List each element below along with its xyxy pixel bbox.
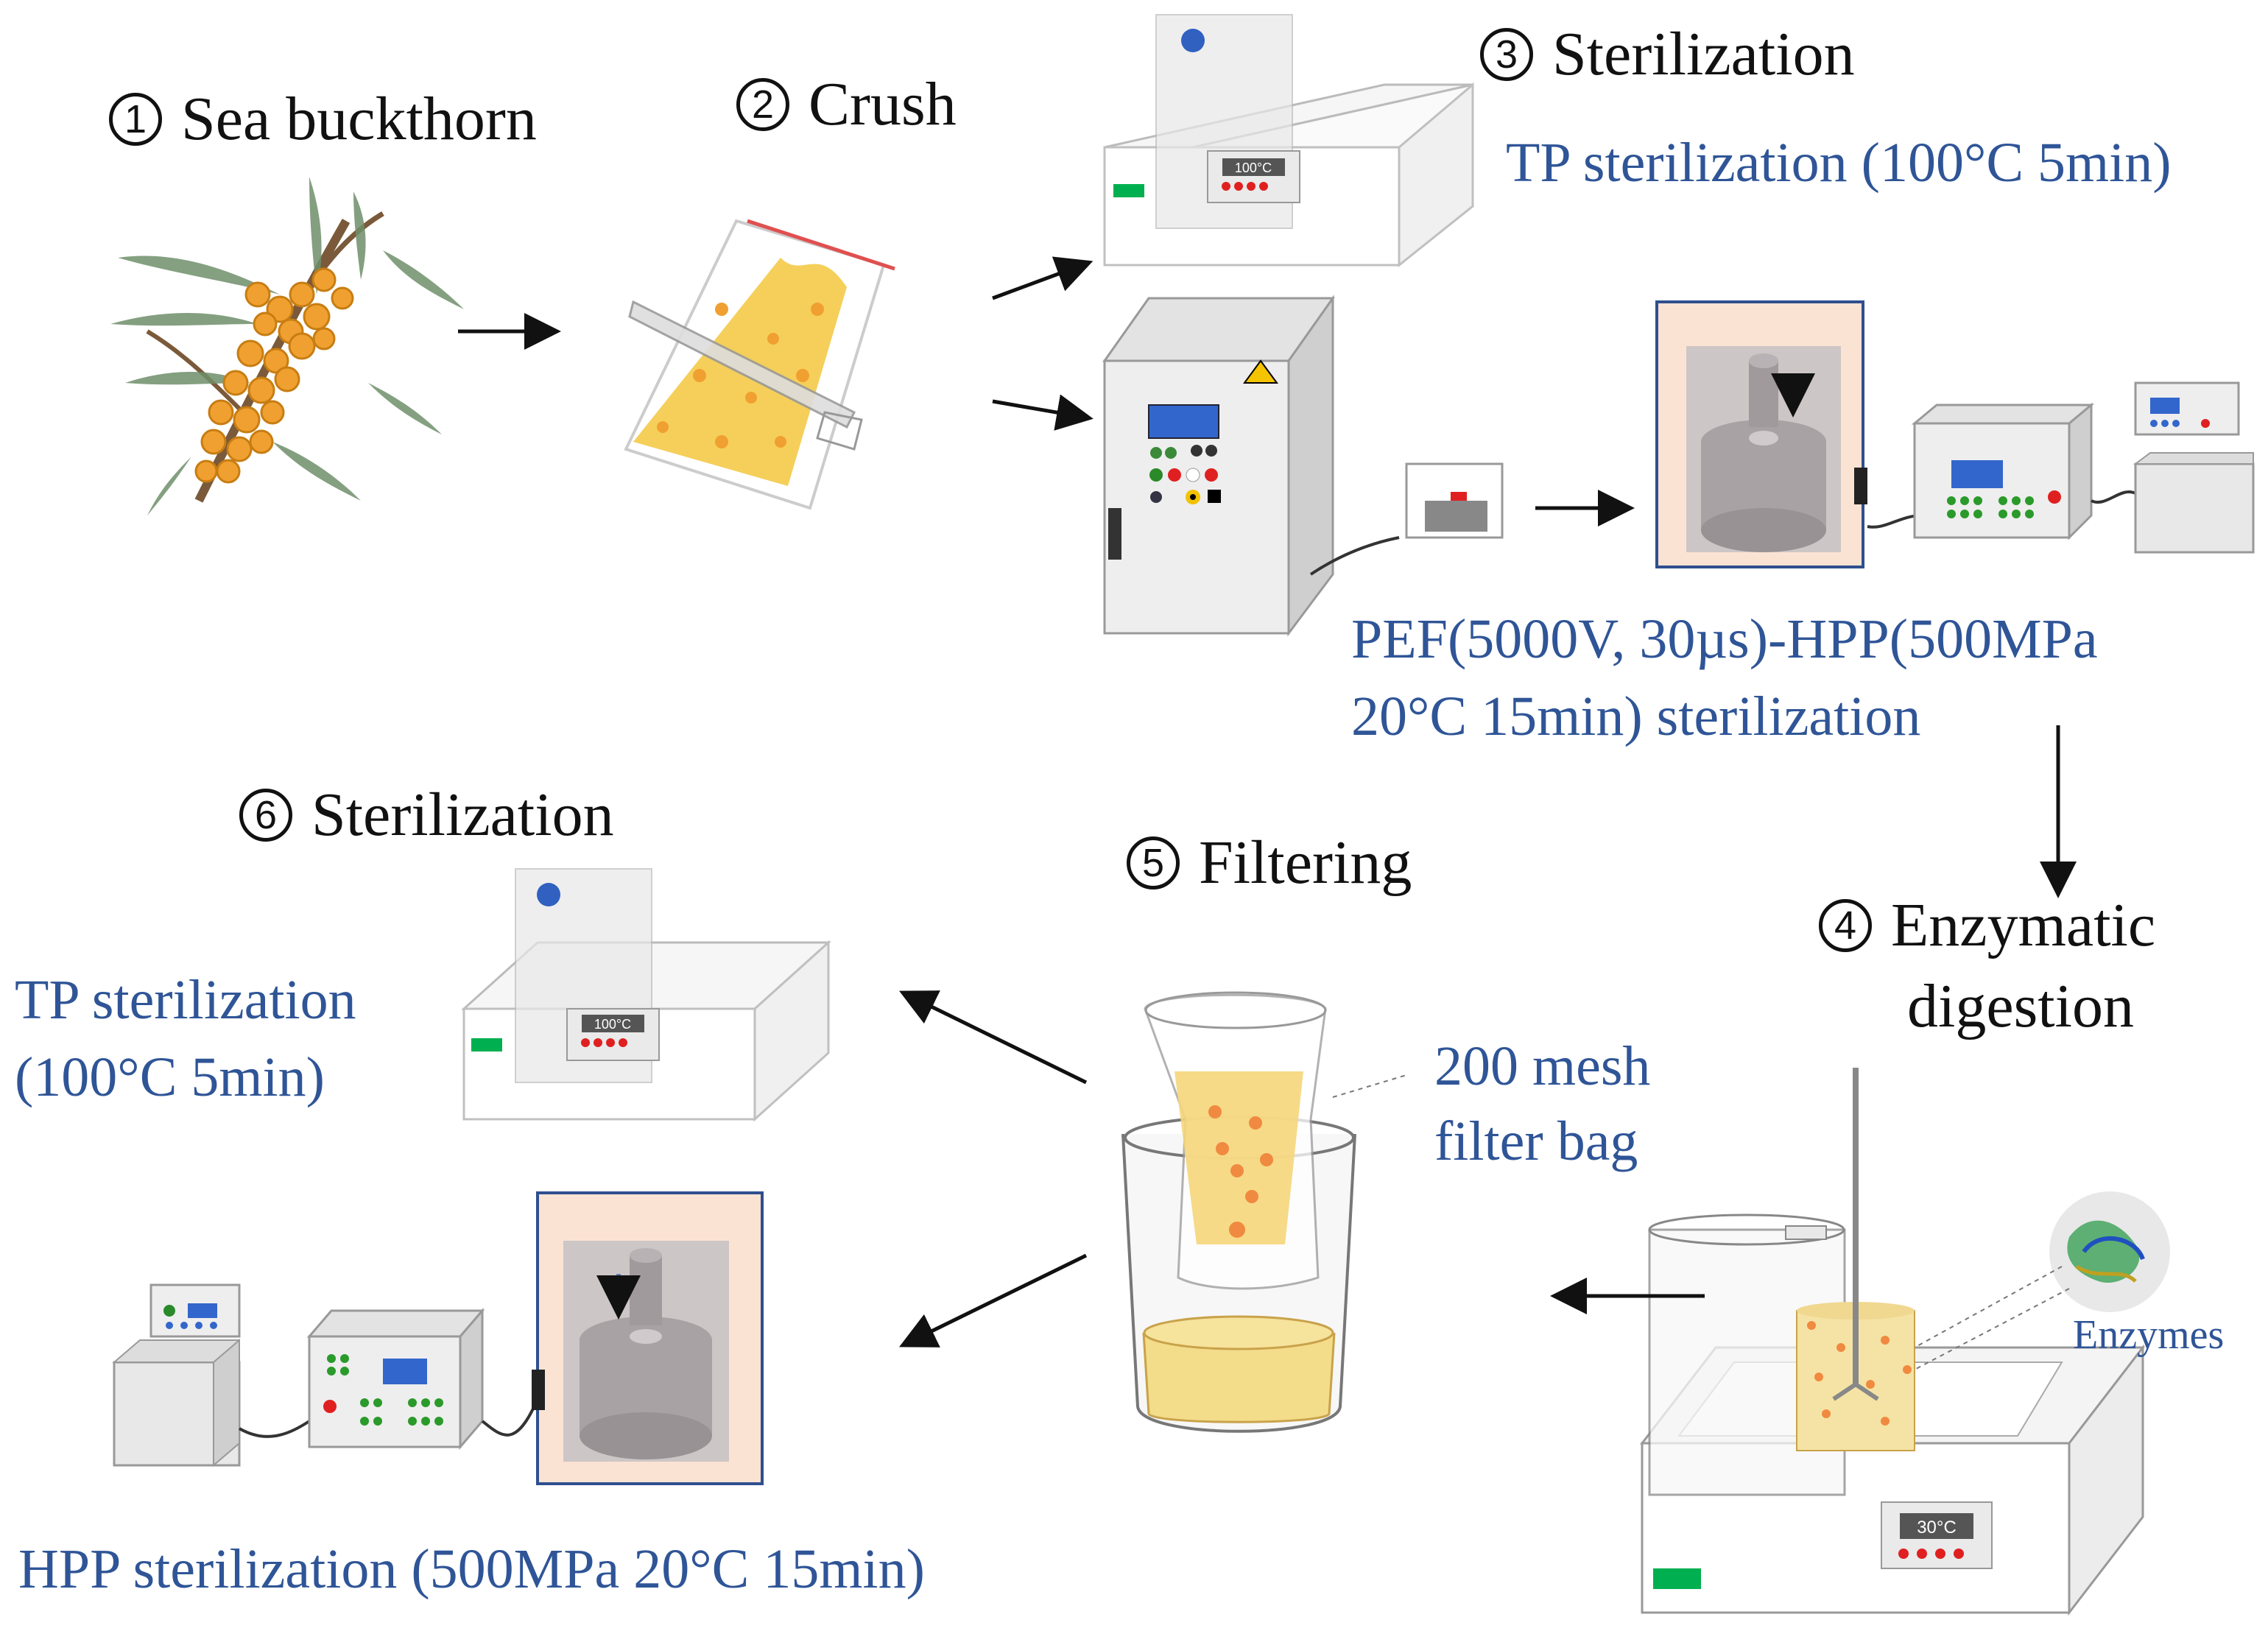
- hpp-controller-step3: [1911, 402, 2136, 540]
- step1-label: Sea buckthorn: [181, 85, 537, 153]
- filter-beaker-icon: [1121, 991, 1407, 1433]
- sea-buckthorn-icon: [110, 177, 464, 515]
- step4-title-line2: digestion: [1907, 972, 2134, 1040]
- chiller-step6: [112, 1283, 311, 1468]
- step6-label: Sterilization: [311, 781, 614, 849]
- hpp-chamber-step6: [532, 1191, 764, 1485]
- step4-number-icon: 4: [1819, 898, 1872, 952]
- step3-label: Sterilization: [1552, 20, 1855, 88]
- step5-number-icon: 5: [1127, 836, 1180, 890]
- enzyme-icon: [1914, 1191, 2170, 1370]
- filter-bag-label-line1: 200 mesh: [1434, 1035, 1651, 1097]
- hpp-controller-step6: [306, 1307, 539, 1451]
- step3-number-icon: 3: [1480, 27, 1533, 81]
- water-bath-step6-display-text: 100°C: [594, 1017, 631, 1032]
- hpp-sterilization-step6-label: HPP sterilization (500MPa 20°C 15min): [18, 1538, 925, 1600]
- water-bath-tp-step6: 100°C: [461, 868, 831, 1122]
- step4-label-line1: Enzymatic: [1891, 891, 2156, 959]
- arrow-2-to-tp: [992, 256, 1094, 300]
- crush-bag-icon: [624, 219, 895, 510]
- digestion-bath-icon: 30°C: [1639, 1068, 2146, 1616]
- pef-hpp-label-line1: PEF(5000V, 30µs)-HPP(500MPa: [1351, 608, 2098, 670]
- step6-number-icon: 6: [239, 788, 292, 842]
- water-bath-display-text: 100°C: [1235, 161, 1272, 175]
- step1-title: 1 Sea buckthorn: [109, 88, 537, 152]
- hpp-chamber-step3: [1655, 300, 1923, 568]
- step2-label: Crush: [809, 70, 957, 138]
- flow-arrows: [458, 256, 2077, 1348]
- tp-sterilization-step6-line1: TP sterilization: [15, 969, 356, 1031]
- filter-bag-label-line2: filter bag: [1434, 1110, 1638, 1172]
- tp-sterilization-step6-line2: (100°C 5min): [15, 1046, 325, 1108]
- chiller-step3: [2133, 381, 2255, 554]
- step1-number-icon: 1: [109, 92, 162, 146]
- arrow-5-to-tp6: [899, 990, 1088, 1085]
- water-bath-tp-step3: 100°C: [1103, 14, 1474, 268]
- pef-cabinet-icon: [1102, 295, 1504, 637]
- enzymes-label: Enzymes: [2073, 1312, 2225, 1358]
- digestion-bath-display-text: 30°C: [1917, 1518, 1957, 1537]
- step5-label: Filtering: [1199, 828, 1412, 897]
- tp-sterilization-step3-label: TP sterilization (100°C 5min): [1506, 132, 2172, 194]
- step2-number-icon: 2: [736, 77, 789, 131]
- arrow-5-to-hpp6: [899, 1253, 1088, 1348]
- pef-hpp-label-line2: 20°C 15min) sterilization: [1351, 686, 1921, 747]
- step6-title: 6 Sterilization: [239, 784, 614, 848]
- arrow-2-to-pef: [992, 394, 1094, 431]
